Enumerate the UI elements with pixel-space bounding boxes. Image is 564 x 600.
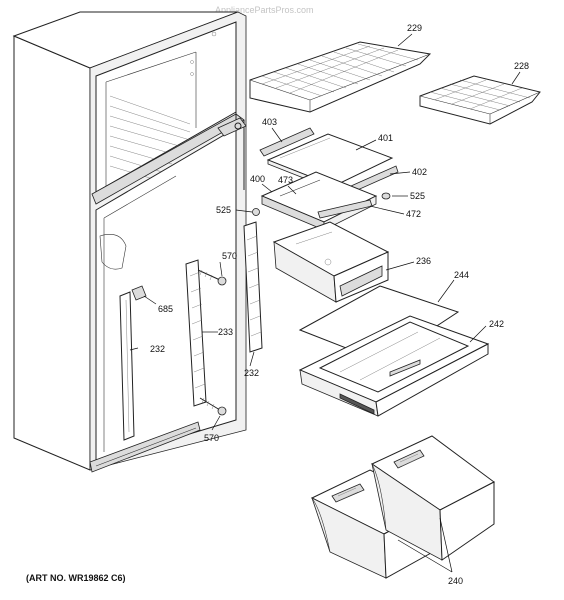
clip-685 <box>131 285 147 301</box>
callout-228: 228 <box>514 61 529 71</box>
crisper-drawer-right-240 <box>370 435 495 561</box>
callout-402: 402 <box>412 167 427 177</box>
callout-525-right: 525 <box>410 191 425 201</box>
screw-570-upper <box>197 269 227 286</box>
callout-472: 472 <box>406 209 421 219</box>
callout-570-upper: 570 <box>222 251 237 261</box>
callout-685: 685 <box>158 304 173 314</box>
shelf-rail-232-left <box>119 291 135 441</box>
shelf-rail-232-right <box>243 221 263 353</box>
callout-229: 229 <box>407 23 422 33</box>
callout-232-right: 232 <box>244 368 259 378</box>
wire-shelf-229 <box>249 41 432 113</box>
callout-242: 242 <box>489 319 504 329</box>
wire-shelf-228 <box>419 75 541 125</box>
callout-525-left: 525 <box>216 205 231 215</box>
clip-525-right <box>381 192 391 200</box>
crisper-cover-frame-242 <box>298 315 490 417</box>
clip-525-left <box>252 208 260 216</box>
callout-233: 233 <box>218 327 233 337</box>
pan-support-472 <box>317 199 373 219</box>
callout-236: 236 <box>416 256 431 266</box>
callout-240: 240 <box>448 576 463 586</box>
callout-401: 401 <box>378 133 393 143</box>
art-number: (ART NO. WR19862 C6) <box>26 573 126 583</box>
callout-403: 403 <box>262 117 277 127</box>
leader-lines <box>129 33 521 573</box>
callout-232-left: 232 <box>150 344 165 354</box>
shelf-trim-403 <box>259 127 315 157</box>
callout-244: 244 <box>454 270 469 280</box>
watermark-text: AppliancePartsPros.com <box>215 5 314 15</box>
callout-473: 473 <box>278 175 293 185</box>
screw-570-lower <box>199 397 227 416</box>
snack-pan-236 <box>272 221 390 303</box>
callout-400: 400 <box>250 174 265 184</box>
callout-570-lower: 570 <box>204 433 219 443</box>
